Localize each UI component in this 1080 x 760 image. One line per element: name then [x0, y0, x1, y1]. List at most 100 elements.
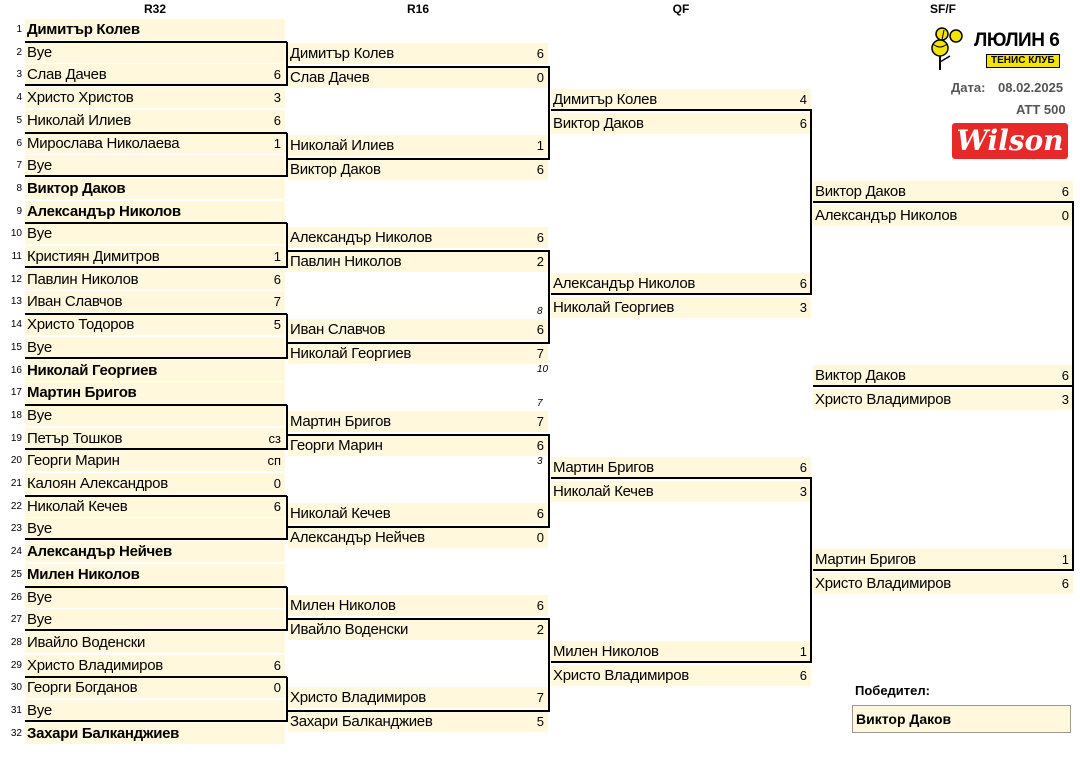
bracket-line: [288, 710, 550, 712]
score: 3: [799, 300, 807, 315]
player-name: Bye: [27, 339, 52, 356]
player-name: Виктор Даков: [27, 180, 126, 197]
player-name: Александър Нейчев: [290, 529, 425, 546]
draw-number: 13: [10, 296, 22, 307]
player-name: Александър Николов: [553, 275, 696, 292]
draw-number: 1: [16, 24, 22, 35]
player-name: Мартин Бригов: [815, 551, 916, 568]
player-name: Христо Христов: [27, 89, 134, 106]
player-name: Николай Кечев: [27, 498, 128, 515]
player-name: Николай Кечев: [290, 505, 391, 522]
bracket-line: [548, 456, 550, 528]
bracket-entry: Bye: [25, 587, 285, 608]
player-name: Мирослава Николаева: [27, 135, 180, 152]
winner-name: Виктор Даков: [856, 711, 952, 727]
bracket-line: [25, 132, 287, 134]
bracket-entry: Виктор Даков 6: [813, 181, 1073, 202]
player-name: Христо Владимиров: [815, 575, 951, 592]
score: 6: [1061, 576, 1069, 591]
winner-box: Виктор Даков: [852, 705, 1071, 733]
bracket-line: [810, 109, 812, 295]
draw-number: 22: [10, 501, 22, 512]
draw-number: 23: [10, 523, 22, 534]
score: 6: [1061, 184, 1069, 199]
score: 2: [536, 622, 544, 637]
bracket-line: [288, 342, 550, 344]
score: 0: [273, 476, 281, 491]
draw-number: 15: [10, 342, 22, 353]
draw-number: 5: [16, 115, 22, 126]
player-name: Виктор Даков: [815, 183, 906, 200]
score: 7: [536, 346, 544, 361]
score: 3: [273, 90, 281, 105]
player-name: Христо Владимиров: [290, 689, 426, 706]
bracket-line: [551, 477, 812, 479]
player-name: Димитър Колев: [290, 45, 394, 62]
draw-number: 9: [16, 206, 22, 217]
bracket-entry: Виктор Даков: [25, 178, 285, 199]
bracket-entry: Bye: [25, 223, 285, 244]
score: 6: [536, 162, 544, 177]
draw-number: 28: [10, 637, 22, 648]
player-name: Николай Георгиев: [290, 345, 412, 362]
bracket-entry: Александър Николов: [25, 201, 285, 222]
bracket-line: [25, 266, 287, 268]
player-name: Виктор Даков: [290, 161, 381, 178]
bracket-line: [813, 569, 1074, 571]
score: 6: [799, 460, 807, 475]
score: 6: [273, 499, 281, 514]
bracket-line: [286, 405, 288, 450]
score: 6: [273, 658, 281, 673]
player-name: Bye: [27, 407, 52, 424]
player-name: Милен Николов: [290, 597, 396, 614]
bracket-entry: Bye: [25, 155, 285, 176]
bracket-line: [25, 313, 287, 315]
player-name: Милен Николов: [27, 566, 140, 583]
draw-number: 6: [16, 138, 22, 149]
player-name: Георги Марин: [27, 452, 120, 469]
draw-number: 4: [16, 92, 22, 103]
player-name: Димитър Колев: [27, 21, 140, 38]
player-name: Мартин Бригов: [553, 459, 654, 476]
bracket-line: [286, 587, 288, 631]
player-name: Виктор Даков: [815, 367, 906, 384]
bracket-line: [286, 677, 288, 722]
bracket-line: [25, 495, 287, 497]
bracket-line: [813, 385, 1074, 387]
bracket-line: [1072, 201, 1074, 387]
bracket-line: [286, 133, 288, 177]
bracket-entry: Александър Нейчев: [25, 541, 285, 562]
bracket-line: [288, 158, 550, 160]
player-name: Николай Георгиев: [553, 299, 675, 316]
bracket-entry: Димитър Колев: [25, 19, 285, 40]
score: 6: [273, 67, 281, 82]
score: 7: [536, 414, 544, 429]
bracket-line: [288, 250, 550, 252]
player-name: Христо Владимиров: [815, 391, 951, 408]
bracket-line: [286, 42, 288, 86]
bracket-line: [286, 314, 288, 359]
bracket-line: [288, 618, 550, 620]
draw-number: 7: [16, 160, 22, 171]
bracket-line: [25, 357, 287, 359]
score: 6: [273, 113, 281, 128]
score: 3: [799, 484, 807, 499]
draw-number: 30: [10, 682, 22, 693]
bracket-entry: Мартин Бригов: [25, 382, 285, 403]
bracket-entry: Виктор Даков 6: [288, 159, 548, 180]
score: сз: [268, 431, 281, 446]
sponsor-logo: Wilson: [952, 123, 1068, 159]
bracket-entry: Bye: [25, 609, 285, 630]
